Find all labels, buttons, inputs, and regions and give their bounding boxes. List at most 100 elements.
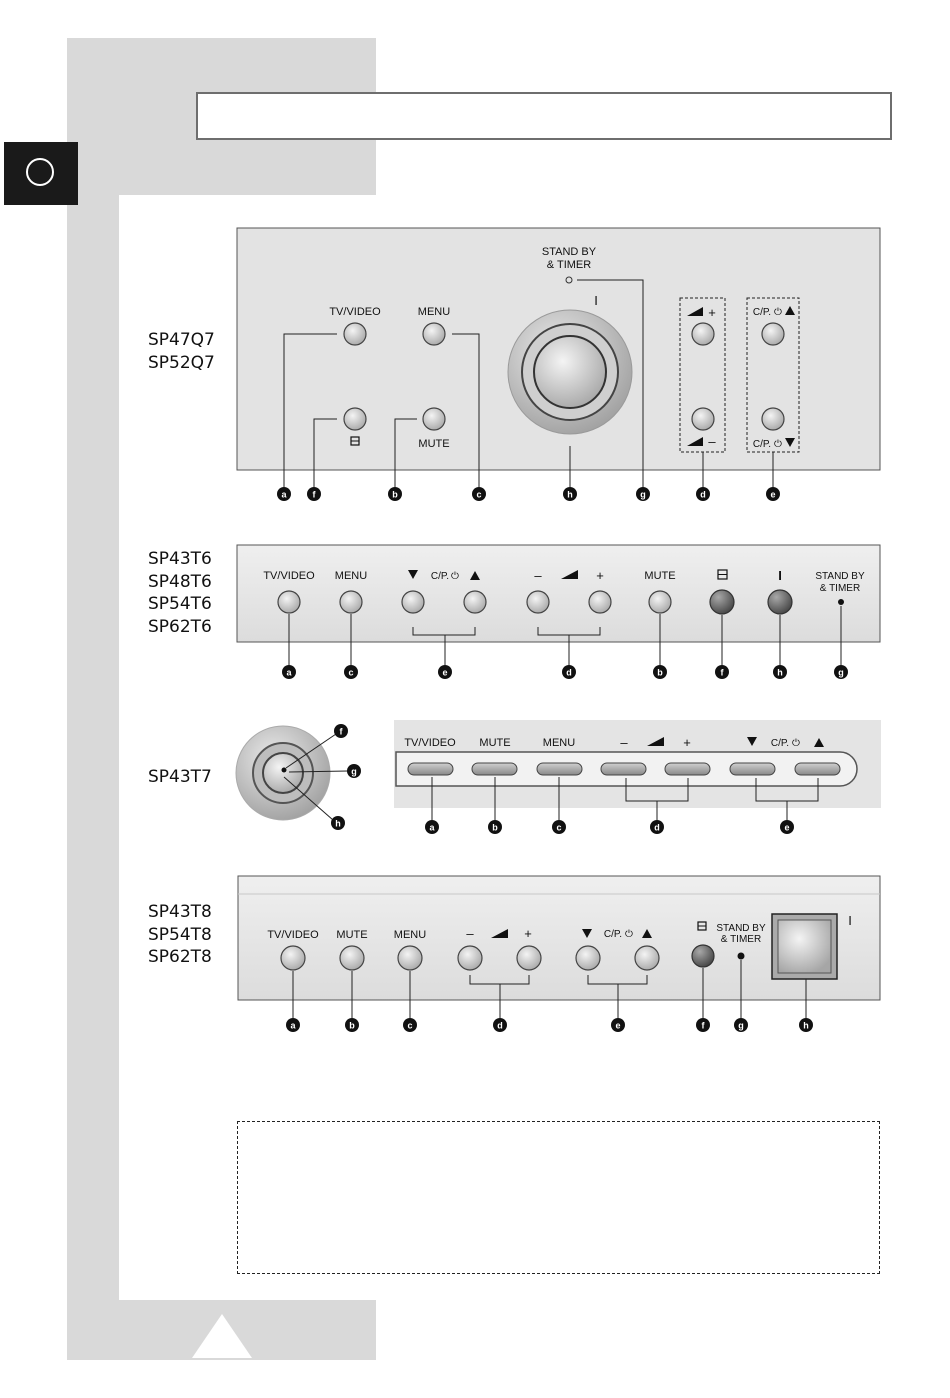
callout-f: f <box>334 724 348 738</box>
mute-button[interactable] <box>648 590 672 614</box>
model-name: SP48T6 <box>148 571 212 592</box>
down-triangle-icon <box>785 438 795 447</box>
panel1-leader-lines <box>283 279 774 487</box>
power-symbol-icon: ⏻ <box>774 439 782 450</box>
volume-down-button[interactable] <box>691 407 715 431</box>
callout-b: b <box>388 487 402 501</box>
panel1: TV/VIDEO MENU MUTE STAND BY & TIMER I + … <box>236 227 881 501</box>
power-knob[interactable] <box>262 752 304 794</box>
svg-text:e: e <box>442 668 447 678</box>
tvvideo-button[interactable] <box>280 945 306 971</box>
callout-d: d <box>696 487 710 501</box>
minus-label: – <box>466 926 474 941</box>
svg-text:a: a <box>290 1021 296 1031</box>
model-name: SP43T6 <box>148 549 212 569</box>
power-button[interactable] <box>533 335 607 409</box>
model-name: SP62T6 <box>148 616 212 637</box>
volume-up-button[interactable] <box>691 322 715 346</box>
power-label: I <box>594 293 598 308</box>
menu-label: MENU <box>543 737 575 749</box>
volume-down-button[interactable] <box>457 945 483 971</box>
plus-label: + <box>596 568 604 583</box>
timer-label: & TIMER <box>547 259 591 271</box>
section-tab <box>4 142 78 205</box>
menu-button[interactable] <box>339 590 363 614</box>
svg-text:g: g <box>738 1021 744 1031</box>
svg-text:h: h <box>777 668 783 678</box>
standby-led <box>565 276 573 284</box>
mute-button[interactable] <box>339 945 365 971</box>
channel-up-button[interactable] <box>761 322 785 346</box>
power-symbol-icon: ⏻ <box>625 929 633 940</box>
callout-d: d <box>493 1018 507 1032</box>
channel-up-button[interactable] <box>463 590 487 614</box>
callout-h: h <box>563 487 577 501</box>
picture-button[interactable] <box>691 944 715 968</box>
tvvideo-button[interactable] <box>277 590 301 614</box>
picture-button[interactable] <box>343 407 367 431</box>
volume-up-button[interactable] <box>516 945 542 971</box>
callout-b: b <box>488 820 502 834</box>
channel-up-button[interactable] <box>794 762 841 776</box>
channel-down-button[interactable] <box>729 762 776 776</box>
picture-button[interactable] <box>709 589 735 615</box>
svg-text:f: f <box>702 1021 706 1031</box>
minus-label: – <box>534 568 542 583</box>
svg-text:d: d <box>700 490 706 500</box>
menu-button[interactable] <box>397 945 423 971</box>
volume-up-button[interactable] <box>664 762 711 776</box>
svg-text:d: d <box>497 1021 503 1031</box>
menu-button[interactable] <box>536 762 583 776</box>
mute-button[interactable] <box>471 762 518 776</box>
up-triangle-icon <box>470 571 480 580</box>
svg-text:b: b <box>349 1021 355 1031</box>
callout-f: f <box>307 487 321 501</box>
power-symbol-icon: ⏻ <box>451 571 459 582</box>
panel2: TV/VIDEO MENU C/P. ⏻ – + MUTE I STAND BY… <box>236 544 881 679</box>
down-triangle-icon <box>408 570 418 579</box>
callout-e: e <box>766 487 780 501</box>
volume-down-button[interactable] <box>600 762 647 776</box>
channel-down-button[interactable] <box>401 590 425 614</box>
cp-down-label: C/P. <box>753 439 771 450</box>
menu-label: MENU <box>335 570 367 582</box>
panel3-models: SP43T7 <box>148 766 212 789</box>
timer-label: & TIMER <box>820 583 860 594</box>
standby-label: STAND BY <box>716 923 766 934</box>
tvvideo-label: TV/VIDEO <box>329 306 381 318</box>
down-triangle-icon <box>582 929 592 938</box>
minus-label: – <box>620 735 628 750</box>
svg-text:b: b <box>392 490 398 500</box>
up-triangle-icon <box>814 738 824 747</box>
callout-b: b <box>653 665 667 679</box>
power-button[interactable] <box>767 589 793 615</box>
panel4-leader-lines <box>292 960 807 1018</box>
volume-up-button[interactable] <box>588 590 612 614</box>
callout-a: a <box>286 1018 300 1032</box>
power-button-face <box>777 919 832 974</box>
volume-down-button[interactable] <box>526 590 550 614</box>
svg-text:e: e <box>770 490 775 500</box>
cp-label: C/P. <box>771 738 789 749</box>
power-label: I <box>848 913 852 928</box>
channel-down-button[interactable] <box>761 407 785 431</box>
panel4: TV/VIDEO MUTE MENU – + C/P. ⏻ STAND BY &… <box>237 875 881 1032</box>
tvvideo-button[interactable] <box>343 322 367 346</box>
channel-up-button[interactable] <box>634 945 660 971</box>
callout-b: b <box>345 1018 359 1032</box>
mute-button[interactable] <box>422 407 446 431</box>
channel-down-button[interactable] <box>575 945 601 971</box>
mute-label: MUTE <box>644 570 675 582</box>
standby-led <box>737 952 745 960</box>
svg-text:e: e <box>615 1021 620 1031</box>
page-up-triangle-icon <box>192 1314 252 1358</box>
tvvideo-button[interactable] <box>407 762 454 776</box>
callout-e: e <box>780 820 794 834</box>
model-name: SP47Q7 <box>148 330 215 350</box>
menu-button[interactable] <box>422 322 446 346</box>
section-circle-icon <box>26 158 54 186</box>
svg-text:g: g <box>838 668 844 678</box>
callout-g: g <box>734 1018 748 1032</box>
callout-d: d <box>562 665 576 679</box>
